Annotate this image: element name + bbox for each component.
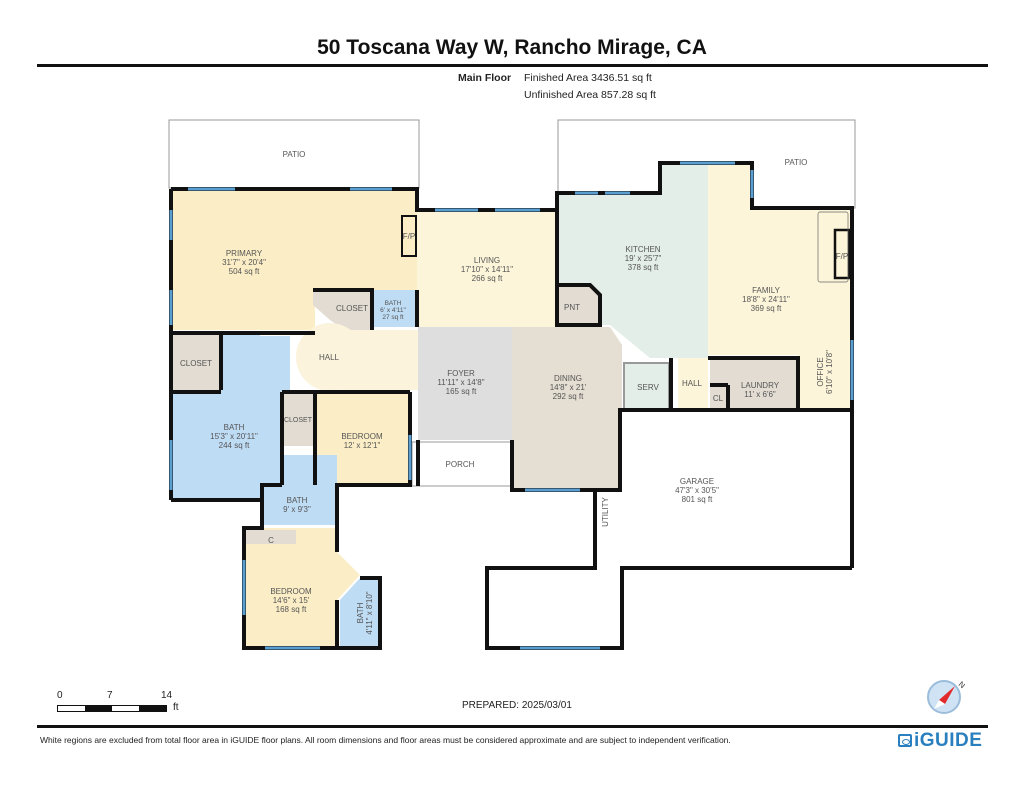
prepared-date: PREPARED: 2025/03/01	[462, 700, 572, 711]
svg-text:SERV: SERV	[637, 383, 659, 392]
svg-text:UTILITY: UTILITY	[601, 496, 610, 526]
footer-divider	[37, 725, 988, 728]
svg-text:N: N	[957, 680, 965, 691]
garage-area	[487, 410, 852, 648]
room-bath-2	[264, 455, 337, 525]
label-family: FAMILY	[752, 286, 781, 295]
unfinished-area: Unfinished Area 857.28 sq ft	[524, 89, 656, 101]
svg-text:14'6" x 15': 14'6" x 15'	[273, 596, 310, 605]
room-living	[417, 210, 557, 327]
svg-text:CLOSET: CLOSET	[284, 417, 313, 424]
room-closet-primary	[313, 290, 372, 330]
room-cl	[710, 385, 728, 410]
svg-text:C: C	[268, 536, 274, 545]
room-bath-primary	[171, 335, 290, 500]
room-closet-mid	[282, 392, 315, 446]
label-laundry: LAUNDRY	[741, 381, 780, 390]
svg-text:27 sq ft: 27 sq ft	[382, 314, 404, 321]
fireplace-right	[833, 228, 851, 280]
svg-text:47'3" x 30'5": 47'3" x 30'5"	[675, 486, 719, 495]
header-divider	[37, 64, 988, 67]
svg-text:266 sq ft: 266 sq ft	[472, 274, 503, 283]
svg-text:378 sq ft: 378 sq ft	[628, 263, 659, 272]
label-bath-3: BATH	[356, 602, 365, 623]
svg-text:11'11" x 14'8": 11'11" x 14'8"	[437, 378, 484, 387]
svg-text:369 sq ft: 369 sq ft	[751, 304, 782, 313]
label-primary: PRIMARY	[226, 249, 263, 258]
label-patio-left: PATIO	[283, 150, 306, 159]
svg-text:18'8" x 24'11": 18'8" x 24'11"	[742, 295, 790, 304]
svg-text:PORCH: PORCH	[446, 460, 475, 469]
label-bath-2: BATH	[287, 496, 308, 505]
room-dining	[512, 327, 622, 490]
label-dining: DINING	[554, 374, 582, 383]
label-living: LIVING	[474, 256, 500, 265]
room-pnt	[558, 285, 600, 325]
svg-text:CLOSET: CLOSET	[336, 304, 368, 313]
svg-text:12' x 12'1": 12' x 12'1"	[344, 441, 381, 450]
fireplace-left	[401, 215, 417, 257]
room-hall-service	[678, 358, 708, 410]
svg-text:165 sq ft: 165 sq ft	[446, 387, 477, 396]
svg-text:HALL: HALL	[319, 353, 340, 362]
svg-text:19' x 25'7": 19' x 25'7"	[625, 254, 662, 263]
label-bedroom-2: BEDROOM	[270, 587, 312, 596]
room-c	[246, 530, 296, 544]
svg-text:F/P: F/P	[836, 252, 848, 261]
svg-text:BATH: BATH	[385, 300, 402, 307]
room-closet-left	[171, 335, 221, 390]
svg-text:4'11" x 8'10": 4'11" x 8'10"	[365, 591, 374, 634]
finished-area: Finished Area 3436.51 sq ft	[524, 72, 652, 84]
svg-text:6' x 4'11": 6' x 4'11"	[380, 307, 406, 314]
label-garage: GARAGE	[680, 477, 714, 486]
svg-text:31'7" x 20'4": 31'7" x 20'4"	[222, 258, 266, 267]
svg-text:11' x 6'6": 11' x 6'6"	[744, 390, 776, 399]
svg-text:504 sq ft: 504 sq ft	[229, 267, 260, 276]
disclaimer-text: White regions are excluded from total fl…	[40, 735, 731, 745]
svg-text:9' x 9'3": 9' x 9'3"	[283, 505, 311, 514]
label-bedroom-1: BEDROOM	[341, 432, 383, 441]
svg-text:801 sq ft: 801 sq ft	[682, 495, 713, 504]
room-bedroom-2	[244, 528, 360, 648]
iguide-logo-icon	[898, 734, 912, 747]
label-kitchen: KITCHEN	[625, 245, 660, 254]
svg-text:292 sq ft: 292 sq ft	[553, 392, 584, 401]
room-foyer	[418, 327, 512, 440]
room-porch	[411, 441, 513, 487]
svg-text:PNT: PNT	[564, 303, 580, 312]
iguide-logo: iGUIDE	[898, 730, 982, 752]
svg-text:244 sq ft: 244 sq ft	[219, 441, 250, 450]
label-patio-right: PATIO	[785, 158, 808, 167]
svg-text:CL: CL	[713, 394, 724, 403]
svg-text:168 sq ft: 168 sq ft	[276, 605, 307, 614]
label-office: OFFICE	[816, 357, 825, 386]
svg-text:6'10" x 10'8": 6'10" x 10'8"	[825, 350, 834, 394]
room-bath-small	[372, 290, 417, 327]
compass-icon: N	[927, 680, 965, 714]
room-serv	[623, 362, 670, 412]
floor-name: Main Floor	[458, 72, 512, 84]
windows	[169, 161, 854, 650]
svg-text:F/P: F/P	[403, 232, 415, 241]
svg-text:CLOSET: CLOSET	[180, 359, 212, 368]
svg-text:15'3" x 20'11": 15'3" x 20'11"	[210, 432, 258, 441]
label-foyer: FOYER	[447, 369, 475, 378]
room-bath-3	[340, 578, 380, 648]
room-office	[798, 330, 852, 410]
svg-text:17'10" x 14'11": 17'10" x 14'11"	[461, 265, 513, 274]
page-title: 50 Toscana Way W, Rancho Mirage, CA	[317, 36, 707, 59]
room-primary	[171, 189, 417, 330]
label-bath-primary: BATH	[224, 423, 245, 432]
svg-text:HALL: HALL	[682, 379, 703, 388]
svg-text:14'8" x 21': 14'8" x 21'	[550, 383, 587, 392]
